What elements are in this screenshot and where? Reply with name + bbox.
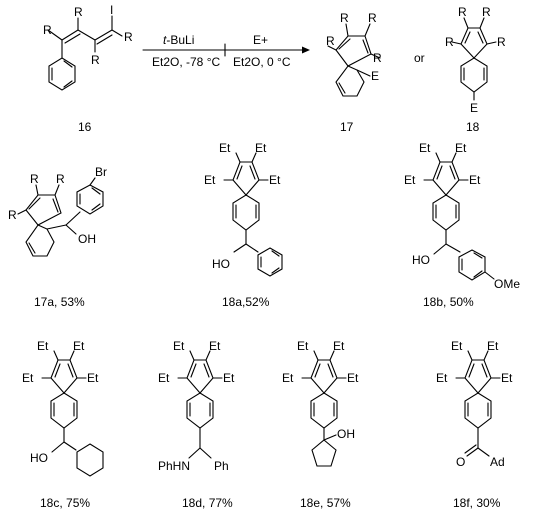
atom-label-Et: Et — [333, 339, 345, 353]
atom-label-Ad: Ad — [490, 455, 505, 469]
atom-label-R: R — [326, 34, 335, 48]
compound-label-18b: 18b, 50% — [423, 295, 474, 309]
atom-label-Et: Et — [22, 371, 34, 385]
compound-label-18d: 18d, 77% — [182, 496, 233, 510]
compound-17a-structure — [17, 177, 104, 257]
atom-label-Et: Et — [436, 371, 448, 385]
atom-label-HO: HO — [30, 451, 48, 465]
compound-18f-structure — [455, 350, 501, 457]
atom-label-R: R — [497, 35, 506, 49]
atom-label-R: R — [30, 172, 39, 186]
atom-label-Et: Et — [282, 371, 294, 385]
atom-label-Et: Et — [219, 141, 231, 155]
compound-label-17a: 17a, 53% — [34, 295, 85, 309]
atom-label-Et: Et — [269, 173, 281, 187]
atom-label-HO: HO — [412, 253, 430, 267]
atom-label-PhHN: PhHN — [158, 459, 190, 473]
condition-2: Et2O, 0 °C — [233, 55, 291, 69]
reagent-tbuli: t-BuLi — [163, 33, 194, 47]
atom-label-Et: Et — [158, 371, 170, 385]
atom-label-OH: OH — [78, 232, 96, 246]
atom-label-R: R — [8, 208, 17, 222]
atom-label-R: R — [43, 23, 52, 37]
atom-label-Et: Et — [455, 141, 467, 155]
atom-label-Et: Et — [469, 173, 481, 187]
atom-label-Et: Et — [297, 339, 309, 353]
condition-1: Et2O, -78 °C — [152, 55, 220, 69]
compound-label-17: 17 — [340, 120, 354, 134]
atom-label-E: E — [371, 69, 379, 83]
atom-label-Et: Et — [404, 173, 416, 187]
atom-label-Ph: Ph — [214, 459, 229, 473]
compound-18-structure — [451, 17, 497, 101]
atom-label-Et: Et — [501, 371, 513, 385]
compound-16-structure — [47, 15, 123, 91]
atom-label-R: R — [368, 11, 377, 25]
atom-label-Et: Et — [209, 339, 221, 353]
atom-label-R: R — [373, 51, 382, 65]
electrophile-label: E+ — [253, 33, 268, 47]
atom-label-HO: HO — [212, 257, 230, 271]
atom-label-Et: Et — [173, 339, 185, 353]
atom-label-R: R — [124, 30, 133, 44]
atom-label-R: R — [74, 5, 83, 19]
compound-18d-structure — [177, 350, 223, 459]
atom-label-Et: Et — [419, 141, 431, 155]
atom-label-R: R — [91, 53, 100, 67]
compound-18b-structure — [423, 152, 495, 281]
atom-label-E: E — [470, 101, 478, 115]
atom-label-Et: Et — [37, 339, 49, 353]
compound-label-18c: 18c, 75% — [40, 496, 90, 510]
atom-label-Et: Et — [451, 339, 463, 353]
compound-label-18f: 18f, 30% — [453, 496, 501, 510]
atom-label-I: I — [110, 3, 113, 17]
compound-17-structure — [327, 23, 381, 97]
atom-label-Et: Et — [487, 339, 499, 353]
atom-label-R: R — [56, 172, 65, 186]
atom-label-R: R — [445, 35, 454, 49]
or-label: or — [414, 51, 425, 65]
atom-label-R: R — [340, 11, 349, 25]
atom-label-Et: Et — [255, 141, 267, 155]
atom-label-R: R — [458, 5, 467, 19]
compound-18e-structure — [301, 350, 347, 467]
atom-label-O: O — [456, 455, 465, 469]
compound-18a-structure — [223, 152, 283, 277]
atom-label-Et: Et — [223, 371, 235, 385]
compound-label-16: 16 — [78, 120, 92, 134]
compound-label-18e: 18e, 57% — [300, 496, 351, 510]
compound-18c-structure — [41, 350, 104, 477]
atom-label-OH: OH — [337, 427, 355, 441]
atom-label-Et: Et — [73, 339, 85, 353]
compound-label-18a: 18a,52% — [222, 295, 270, 309]
reaction-arrow — [142, 43, 310, 57]
atom-label-Et: Et — [204, 173, 216, 187]
compound-label-18: 18 — [466, 120, 480, 134]
atom-label-Et: Et — [87, 371, 99, 385]
atom-label-R: R — [482, 5, 491, 19]
atom-label-Br: Br — [95, 165, 107, 179]
atom-label-Et: Et — [347, 371, 359, 385]
atom-label-OMe: OMe — [494, 277, 520, 291]
